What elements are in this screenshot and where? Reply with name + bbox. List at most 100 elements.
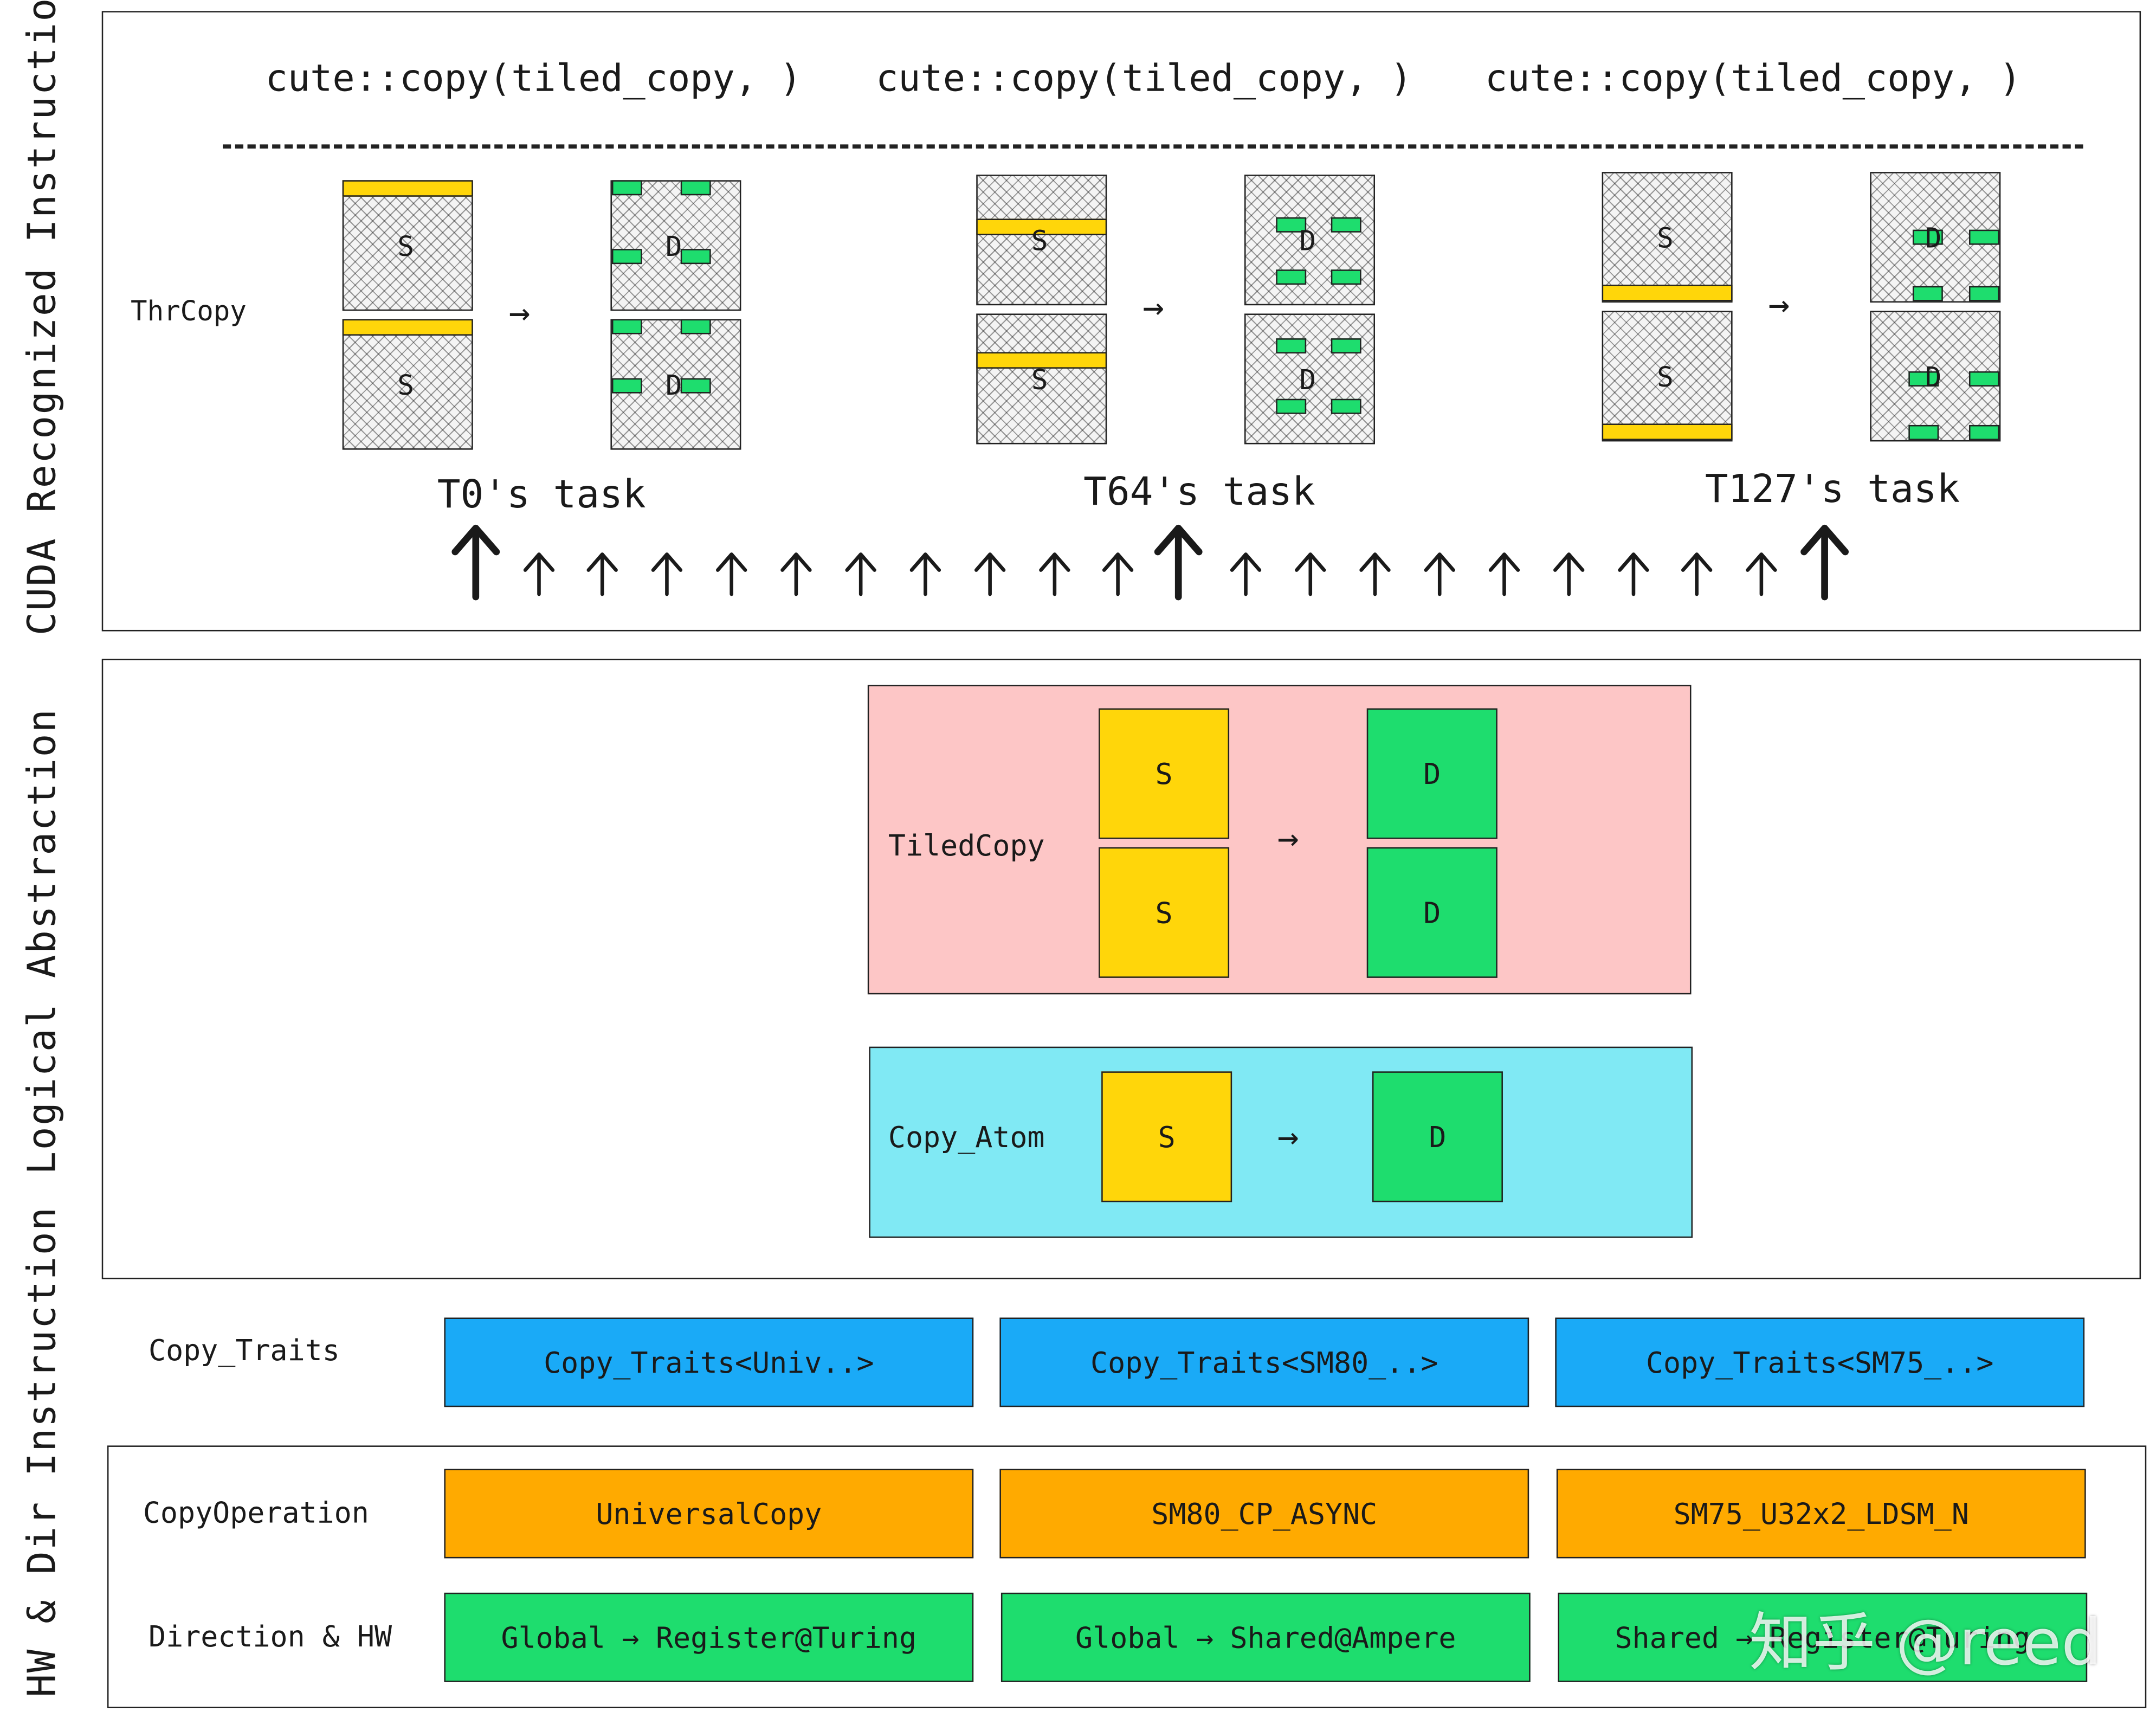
t64-source-letter-2: S (1031, 363, 1048, 396)
thread-arrow-icon (1746, 552, 1777, 596)
thread-arrow-icon (780, 552, 812, 596)
direction-to: Register@Turing (655, 1620, 917, 1654)
t64-dest-cell (1331, 269, 1361, 285)
t127-dest-cell (1968, 229, 1999, 245)
copy-atom-arrow: → (1277, 1117, 1299, 1159)
copy-op-sm80-cp-async: SM80_CP_ASYNC (999, 1469, 1529, 1559)
t127-dest-letter-1: D (1925, 221, 1942, 255)
t64-source-tile-2 (976, 313, 1107, 445)
t127-source-tile-1 (1602, 172, 1733, 303)
t64-dest-letter-1: D (1299, 224, 1316, 258)
copy-traits-sm80: Copy_Traits<SM80_..> (999, 1317, 1529, 1407)
copy-call-2: cute::copy(tiled_copy, ) (876, 57, 1412, 101)
direction-from: Global (1075, 1620, 1180, 1654)
tiledcopy-source-2: S (1099, 847, 1230, 978)
t0-dest-cell (680, 319, 711, 334)
thread-arrow-icon (651, 552, 683, 596)
watermark: 知乎 @reed (1749, 1605, 2102, 1680)
copy-traits-sm75: Copy_Traits<SM75_..> (1555, 1317, 2085, 1407)
thread-arrow-highlight-icon (1800, 524, 1849, 601)
thread-arrows (451, 524, 1849, 601)
thread-arrow-icon (1102, 552, 1134, 596)
t0-dest-letter-1: D (665, 229, 682, 263)
t127-copy-arrow: → (1768, 285, 1790, 326)
copy-op-sm75-ldsm: SM75_U32x2_LDSM_N (1556, 1469, 2086, 1559)
thread-arrow-icon (1359, 552, 1391, 596)
direction-to: Shared@Ampere (1230, 1620, 1456, 1654)
copy-call-1: cute::copy(tiled_copy, ) (265, 57, 802, 101)
t127-dest-cell (1968, 371, 1999, 387)
t127-dest-letter-2: D (1925, 360, 1942, 394)
copy-atom-box (869, 1046, 1693, 1238)
copy-op-universal: UniversalCopy (444, 1469, 974, 1559)
task-label-t64: T64's task (1083, 469, 1315, 514)
t0-dest-cell (611, 249, 642, 265)
t64-dest-cell (1276, 398, 1307, 414)
t0-source-letter-2: S (397, 368, 414, 402)
copy-atom-label: Copy_Atom (888, 1121, 1045, 1154)
copy-call-3: cute::copy(tiled_copy, ) (1484, 57, 2022, 101)
t127-dest-cell (1968, 424, 1999, 440)
copy-atom-source: S (1101, 1071, 1232, 1202)
direction-from: Shared (1615, 1620, 1719, 1654)
direction-arrow-icon: → (1196, 1620, 1214, 1654)
copy-operation-label: CopyOperation (143, 1496, 369, 1530)
direction-hw-label: Direction & HW (148, 1620, 392, 1653)
tiledcopy-dest-1: D (1366, 708, 1497, 839)
t127-dest-cell (1908, 371, 1939, 387)
t0-source-row-1 (342, 180, 473, 197)
tiledcopy-dest-2: D (1366, 847, 1497, 978)
t0-dest-cell (680, 378, 711, 394)
t127-source-letter-1: S (1657, 221, 1674, 255)
thread-arrow-icon (1039, 552, 1070, 596)
direction-global-to-shared: Global → Shared@Ampere (1000, 1592, 1531, 1682)
thread-arrow-icon (586, 552, 618, 596)
direction-global-to-register: Global → Register@Turing (444, 1592, 974, 1682)
dashed-separator (222, 144, 2083, 149)
thread-arrow-icon (845, 552, 876, 596)
direction-arrow-icon: → (1735, 1620, 1753, 1654)
t64-dest-cell (1276, 269, 1307, 285)
t0-dest-cell (611, 180, 642, 196)
thread-arrow-highlight-icon (451, 524, 500, 601)
thrcopy-label: ThrCopy (131, 294, 247, 327)
t64-source-row-1 (976, 218, 1107, 235)
t0-dest-tile-1 (610, 180, 741, 311)
t0-dest-cell (611, 319, 642, 334)
direction-arrow-icon: → (622, 1620, 640, 1654)
t127-source-tile-2 (1602, 311, 1733, 442)
t127-source-row-2 (1602, 423, 1733, 440)
thread-arrow-icon (716, 552, 747, 596)
t127-source-row-1 (1602, 285, 1733, 301)
t64-copy-arrow: → (1142, 287, 1164, 329)
t0-source-letter-1: S (397, 229, 414, 263)
thread-arrow-icon (1488, 552, 1520, 596)
copy-traits-universal: Copy_Traits<Univ..> (444, 1317, 974, 1407)
thread-arrow-highlight-icon (1154, 524, 1203, 601)
thread-arrow-icon (1295, 552, 1326, 596)
t64-dest-cell (1276, 338, 1307, 354)
task-label-t127: T127's task (1705, 466, 1960, 512)
t0-dest-cell (680, 180, 711, 196)
side-label-hw: HW & Dir Instruction (19, 1206, 65, 1697)
t127-dest-cell (1912, 286, 1943, 301)
copy-atom-dest: D (1372, 1071, 1503, 1202)
t127-dest-cell (1968, 286, 1999, 301)
direction-to: Register@Turing (1769, 1620, 2031, 1654)
thread-arrow-icon (1424, 552, 1455, 596)
thread-arrow-icon (1230, 552, 1262, 596)
t0-dest-letter-2: D (665, 368, 682, 402)
direction-shared-to-register: Shared → Register@Turing (1558, 1592, 2088, 1682)
t0-dest-cell (680, 249, 711, 265)
thread-arrow-icon (1681, 552, 1713, 596)
thread-arrow-icon (1553, 552, 1585, 596)
t0-source-row-2 (342, 319, 473, 336)
t0-dest-cell (611, 378, 642, 394)
thread-arrow-icon (523, 552, 555, 596)
t64-source-tile-1 (976, 175, 1107, 306)
t64-source-row-2 (976, 352, 1107, 369)
t64-dest-cell (1276, 217, 1307, 233)
tiledcopy-box (867, 685, 1692, 995)
t127-dest-cell (1912, 229, 1943, 245)
